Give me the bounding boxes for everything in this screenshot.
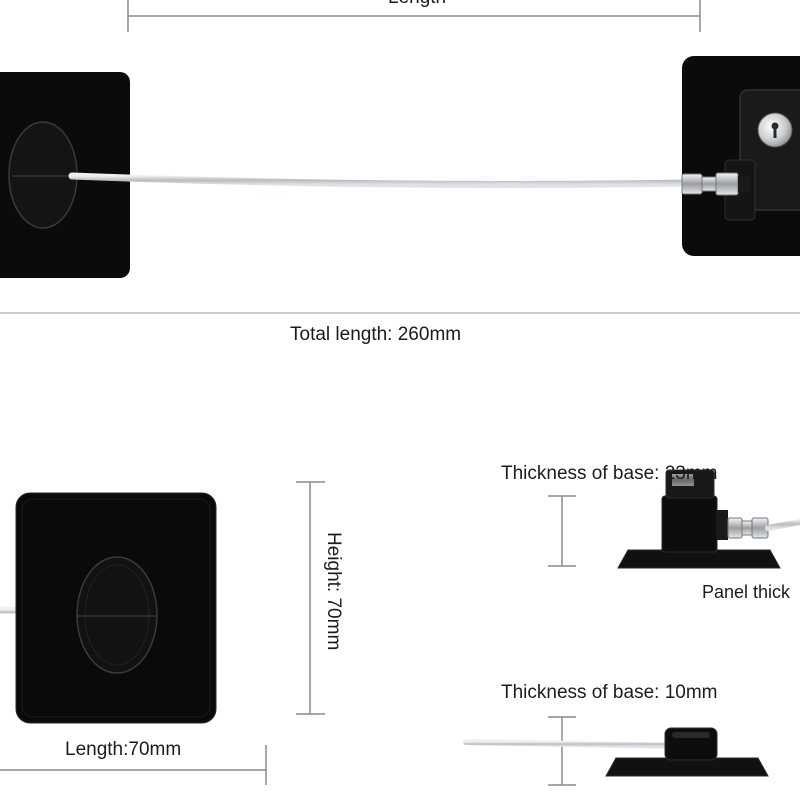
length-dimension-line — [0, 745, 267, 785]
total-length-label: Total length: 260mm — [290, 324, 462, 345]
base-thickness-bottom-label: Thickness of base: 10mm — [501, 682, 718, 703]
lock-side-view — [617, 469, 781, 569]
steel-cable-side-top — [765, 518, 800, 531]
cable-ferrule-top — [681, 172, 750, 196]
keyhole-icon — [757, 112, 793, 148]
steel-cable-top — [68, 172, 692, 188]
steel-cable-side-bottom — [463, 739, 693, 749]
pad-side-view — [605, 727, 769, 777]
top-dimension-line — [127, 0, 701, 32]
base-thickness-top-dimension — [548, 495, 576, 567]
lock-body — [682, 56, 800, 256]
length-label: Length:70mm — [65, 739, 182, 760]
base-thickness-bottom-dimension — [548, 716, 576, 786]
top-dimension-label: Length — [388, 0, 446, 9]
left-adhesive-pad — [0, 72, 130, 278]
base-thickness-top-label: Thickness of base: 23mm — [501, 463, 718, 484]
height-dimension-line — [296, 481, 325, 715]
height-label: Height: 70mm — [323, 532, 344, 651]
panel-thickness-label: Panel thick — [702, 582, 791, 602]
square-adhesive-pad — [15, 492, 217, 724]
